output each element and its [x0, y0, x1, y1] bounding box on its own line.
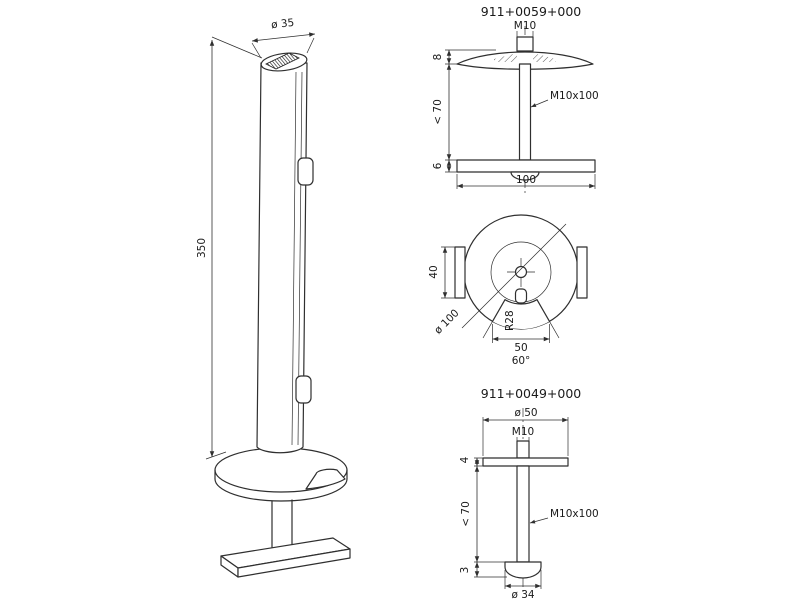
plan-notch-mask — [492, 299, 550, 330]
plan-notch-radius-label: R28 — [504, 310, 516, 331]
clamp-plate-width-label: 100 — [516, 174, 536, 186]
clamp-plate — [456, 159, 596, 173]
clamp-screw-label: M10x100 — [550, 90, 599, 102]
plan-notch-angle-label: 60° — [512, 355, 531, 367]
iso-diameter-label: ø 35 — [271, 17, 295, 31]
iso-label-plate — [265, 52, 300, 70]
bolt-head-height-label: 3 — [459, 567, 471, 574]
bolt-stub — [516, 440, 530, 459]
bolt-shaft — [516, 465, 530, 563]
base-plan-view: ø 100 40 R28 50 60° — [428, 214, 588, 367]
clamp-plate-thickness-label: 6 — [432, 162, 444, 169]
bolt-thread-label: M10 — [512, 426, 534, 438]
iso-height-label: 350 — [196, 238, 208, 258]
isometric-view: ø 35 350 — [196, 17, 351, 578]
bolt-range-label: < 70 — [460, 501, 472, 527]
plan-slot — [514, 288, 528, 304]
bolt-washer-dia-label: ø 50 — [514, 407, 537, 419]
iso-base-disc — [214, 447, 348, 502]
bolt-part-number: 911+0049+000 — [481, 386, 582, 401]
iso-pole — [256, 52, 314, 454]
clamp-bolt-label: M10 — [514, 20, 536, 32]
clamp-disc-hatch-right — [533, 53, 556, 62]
plan-notch-edges — [491, 299, 551, 322]
iso-base-notch — [305, 468, 346, 490]
clamp-bolt-head — [516, 36, 534, 52]
clamp-part-number: 911+0059+000 — [481, 4, 582, 19]
clamp-foot-nub — [510, 171, 540, 181]
clamp-dimensions: M10 8 < 70 6 100 M10x100 — [432, 20, 599, 189]
plan-diameter-leader — [461, 223, 567, 329]
bolt-dimensions: ø 50 M10 4 < 70 M10x100 3 ø 34 — [459, 407, 599, 600]
bolt-screw-label: M10x100 — [550, 508, 599, 520]
clamp-disc — [456, 51, 594, 70]
clamp-range-label: < 70 — [432, 99, 444, 125]
iso-stem — [271, 499, 293, 548]
plan-right-tab — [576, 246, 588, 299]
iso-desk-plate — [220, 499, 351, 578]
plan-notch-width-label: 50 — [514, 342, 527, 354]
plan-left-tab — [454, 246, 466, 299]
iso-clip-lower — [295, 375, 312, 404]
clamp-shaft — [518, 63, 532, 161]
plan-diameter-label: ø 100 — [432, 307, 462, 337]
bolt-washer-thickness-label: 4 — [459, 456, 471, 463]
plan-tab-width-label: 40 — [428, 265, 440, 278]
clamp-disc-hatch-left — [494, 53, 517, 62]
bolt-section-view: 911+0049+000 ø 50 M10 4 < 70 M10x100 3 ø… — [459, 386, 599, 600]
bolt-foot — [504, 561, 542, 579]
plan-center-hole — [514, 265, 528, 279]
clamp-disc-thickness-label: 8 — [432, 54, 444, 61]
plan-notch-arc — [504, 299, 538, 305]
bolt-washer — [482, 457, 569, 467]
iso-clip-upper — [297, 157, 314, 186]
clamp-section-view: 911+0059+000 M10 8 < 70 6 100 M10x100 — [432, 4, 599, 196]
bolt-head-dia-label: ø 34 — [511, 589, 534, 600]
iso-dimensions: ø 35 350 — [196, 17, 316, 460]
